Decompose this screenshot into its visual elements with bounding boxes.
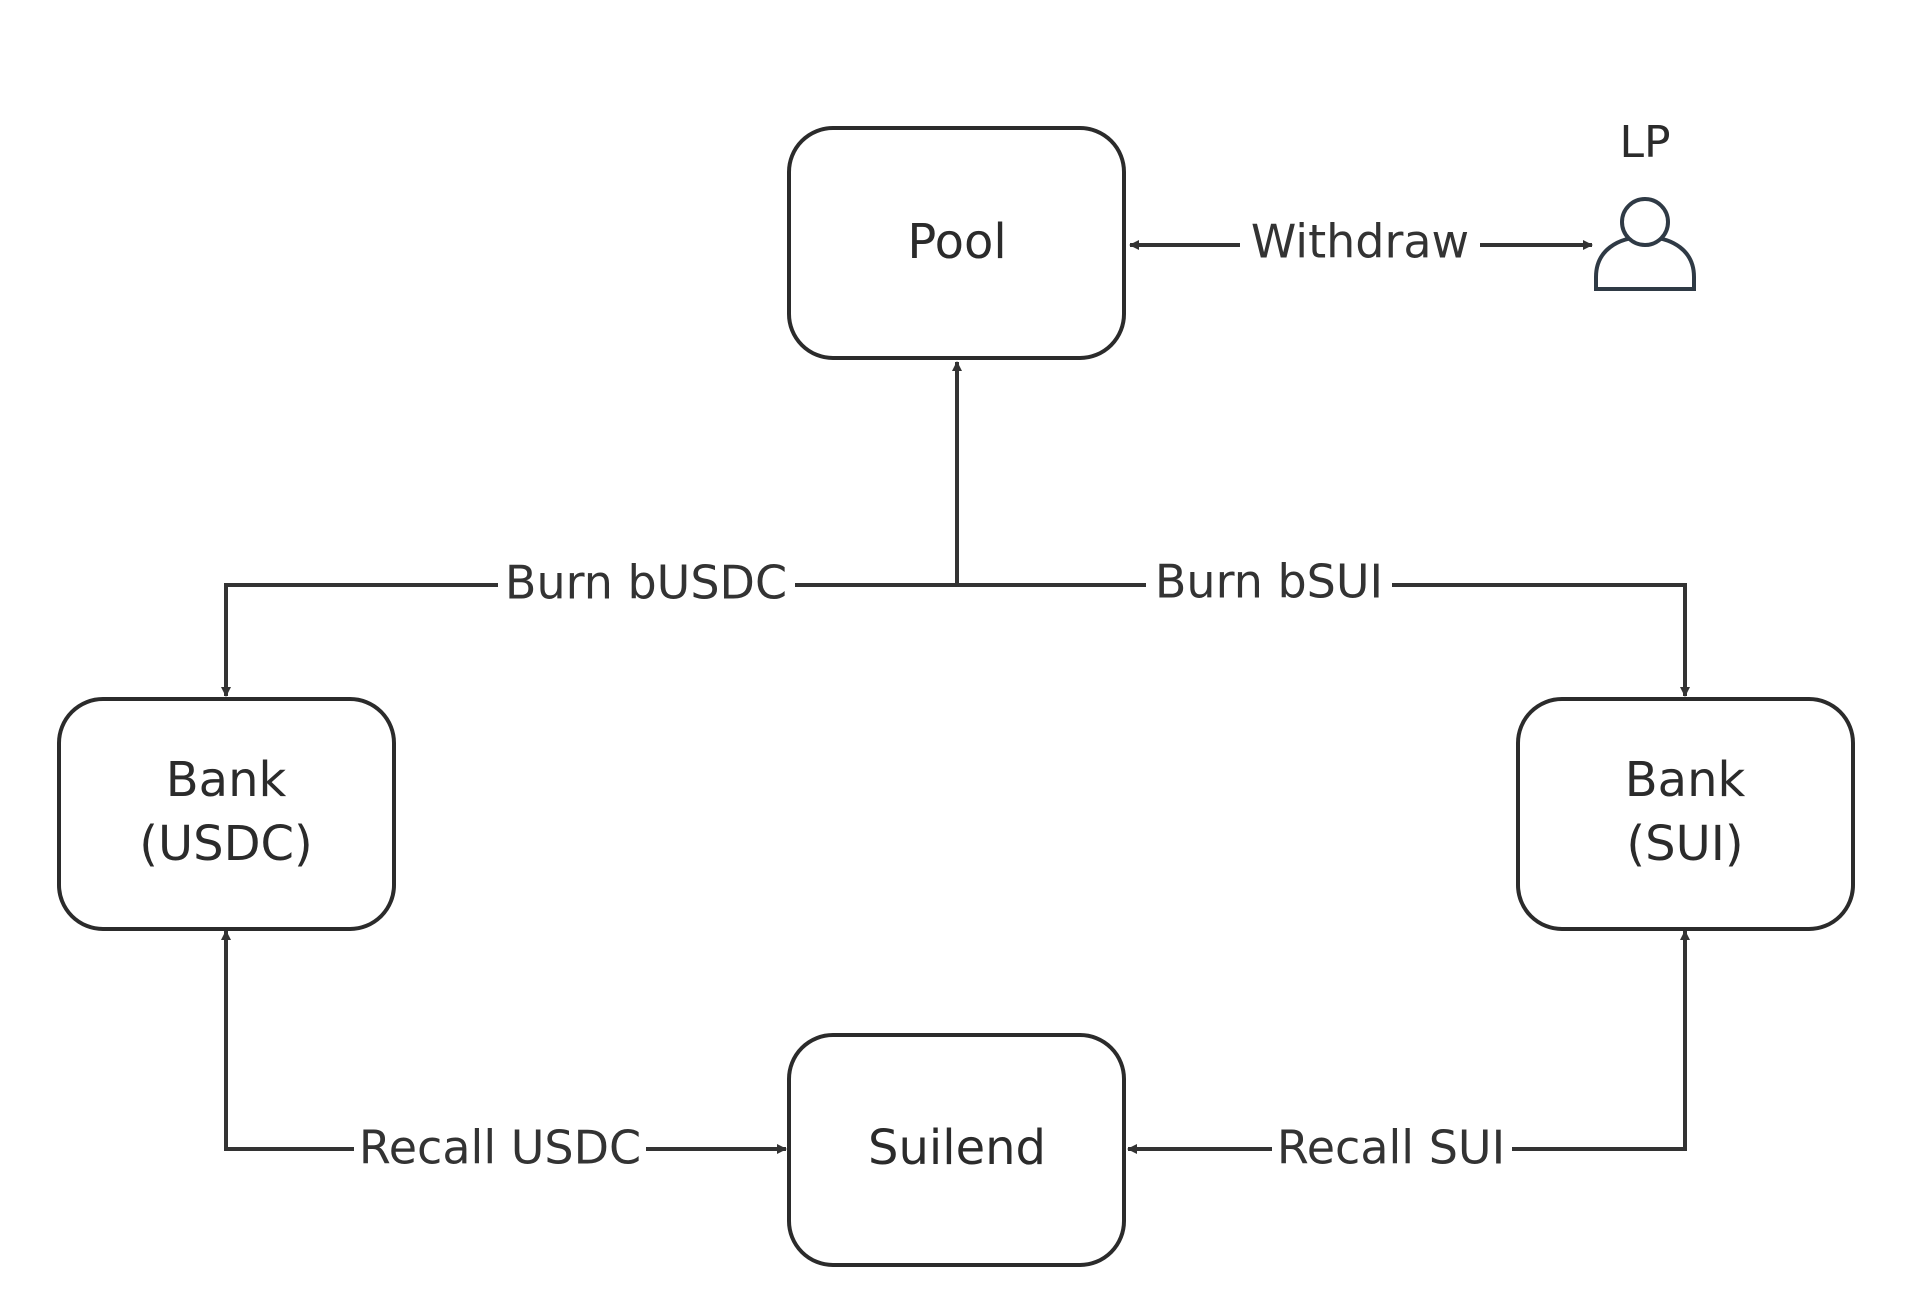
recall-sui-label: Recall SUI (1277, 1121, 1505, 1175)
burn-bsui-label: Burn bSUI (1155, 555, 1383, 609)
recall-usdc-arrow-up (221, 930, 354, 1151)
bank-sui-label-line2: (SUI) (1626, 816, 1743, 872)
bank-sui-node[interactable]: Bank (SUI) (1516, 697, 1855, 931)
pool-label: Pool (907, 214, 1006, 270)
recall-usdc-label: Recall USDC (359, 1121, 641, 1175)
user-icon (1594, 197, 1696, 291)
suilend-label: Suilend (868, 1120, 1046, 1176)
connectors (221, 240, 1690, 1154)
bank-usdc-node[interactable]: Bank (USDC) (57, 697, 396, 931)
recall-sui-arrow-up (1512, 930, 1690, 1151)
suilend-node[interactable]: Suilend (787, 1033, 1126, 1267)
lp-label: LP (1619, 117, 1670, 168)
pool-node[interactable]: Pool (787, 126, 1126, 360)
burn-busdc-arrow-left (221, 583, 498, 697)
bank-usdc-label-line2: (USDC) (139, 816, 313, 872)
burn-bsui-arrow-right (1392, 583, 1690, 697)
bank-sui-label-line1: Bank (1625, 752, 1746, 808)
lp-actor[interactable]: LP (1594, 117, 1696, 291)
bank-usdc-label-line1: Bank (166, 752, 287, 808)
burn-busdc-label: Burn bUSDC (505, 556, 787, 610)
withdraw-label: Withdraw (1251, 215, 1469, 269)
